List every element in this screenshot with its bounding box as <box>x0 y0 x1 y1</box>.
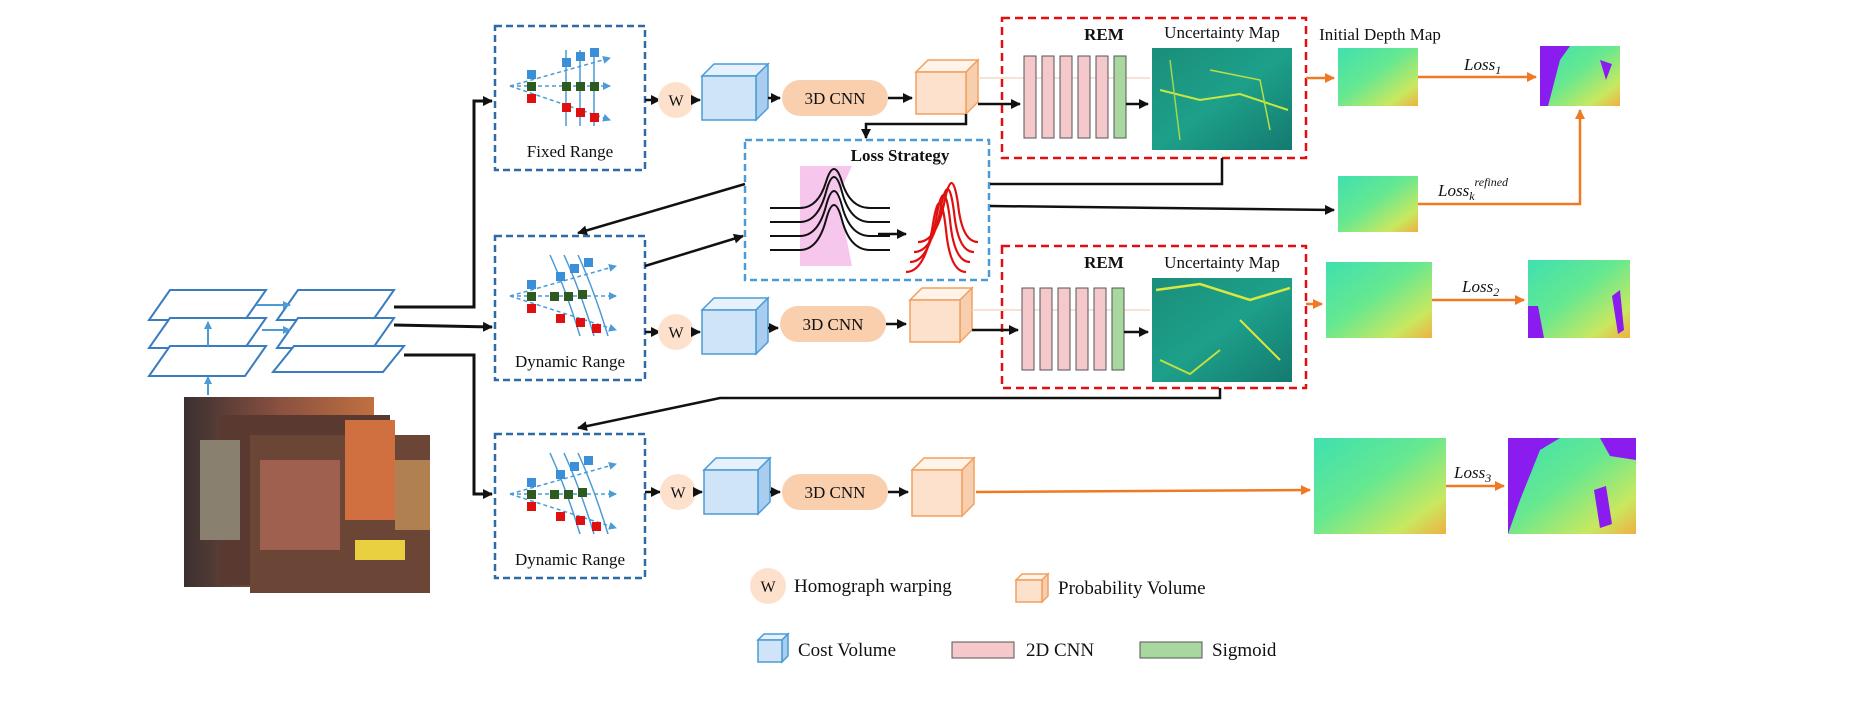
legend-item-cost-volume: Cost Volume <box>756 632 896 664</box>
ground-truth-depth-map <box>1508 438 1636 534</box>
depth-row-1: Loss1 <box>1306 46 1620 106</box>
warp-circle-icon <box>660 474 696 510</box>
depth-row-3: Loss3 <box>1314 438 1636 534</box>
uncertainty-map-image <box>1152 48 1292 150</box>
warp-circle-icon <box>750 568 786 604</box>
initial-depth-map-title: Initial Depth Map <box>1319 25 1441 44</box>
cnn3d-block <box>780 306 886 342</box>
sigmoid-rect-icon <box>1139 641 1203 659</box>
legend-label: 2D CNN <box>1026 640 1094 661</box>
legend-item-sigmoid: Sigmoid <box>1139 640 1277 661</box>
legend-label: Sigmoid <box>1212 640 1277 661</box>
svg-text:W: W <box>760 579 776 596</box>
loss-strategy-title: Loss Strategy <box>851 146 950 165</box>
gaussian-curves-red <box>905 181 979 274</box>
svg-text:3D CNN: 3D CNN <box>803 315 864 334</box>
probability-volume-icon <box>914 58 980 116</box>
rem-title: REM <box>1084 253 1124 272</box>
cnn2d-rect-icon <box>951 641 1015 659</box>
cnn2d-stack <box>1021 287 1125 371</box>
rem-title: REM <box>1084 25 1124 44</box>
range-label: Dynamic Range <box>515 550 625 569</box>
cnn3d-block <box>782 80 888 116</box>
rem-module-2: REM Uncertainty Map <box>972 244 1308 390</box>
range-module-2: Dynamic Range <box>493 234 647 382</box>
loss-strategy-box: Loss Strategy <box>743 138 991 282</box>
svg-text:W: W <box>670 485 686 502</box>
plane-connectors <box>393 96 493 499</box>
range-icon <box>509 452 617 535</box>
legend-label: Cost Volume <box>798 640 896 661</box>
range-label: Fixed Range <box>527 142 613 161</box>
loss-3-label: Loss3 <box>1453 463 1491 485</box>
probability-volume-icon <box>1014 572 1050 604</box>
cost-volume-icon <box>756 632 790 664</box>
depth-map-stage-3 <box>1314 438 1446 534</box>
uniform-distribution-shape <box>800 166 852 266</box>
svg-text:W: W <box>668 93 684 110</box>
refined-depth-map <box>1338 176 1418 232</box>
stage-2-pipeline: W 3D CNN <box>645 286 974 356</box>
loss-strategy-connectors <box>577 114 1335 432</box>
ground-truth-depth-map <box>1540 46 1620 106</box>
rem-module-1: REM Uncertainty Map <box>978 16 1308 160</box>
legend-item-warp: W Homograph warping <box>750 568 952 604</box>
initial-depth-map <box>1338 48 1418 106</box>
range-label: Dynamic Range <box>515 352 625 371</box>
depth-row-2: Loss2 <box>1306 260 1630 338</box>
range-icon <box>509 254 617 337</box>
loss-refined-label: Losskrefined <box>1437 175 1509 203</box>
cnn3d-block <box>782 474 888 510</box>
range-module-1: Fixed Range <box>493 24 647 172</box>
svg-text:3D CNN: 3D CNN <box>805 483 866 502</box>
uncertainty-map-image <box>1152 278 1292 382</box>
legend-label: Homograph warping <box>794 576 952 597</box>
feature-pyramid <box>147 289 407 395</box>
range-module-3: Dynamic Range <box>493 432 647 580</box>
gaussian-curves-black <box>770 168 890 251</box>
warp-circle-icon <box>658 314 694 350</box>
cost-volume-icon <box>702 456 772 516</box>
ground-truth-depth-map <box>1528 260 1630 338</box>
loss-1-label: Loss1 <box>1463 55 1501 77</box>
depth-map-stage-2 <box>1326 262 1432 338</box>
svg-text:3D CNN: 3D CNN <box>805 89 866 108</box>
input-images <box>184 397 430 593</box>
cost-volume-icon <box>700 296 770 356</box>
probability-volume-icon <box>908 286 974 344</box>
cost-volume-icon <box>700 62 770 122</box>
stage-3-pipeline: W 3D CNN <box>645 456 1311 518</box>
legend: W Homograph warping Probability Volume C… <box>750 568 1277 664</box>
stage-1-pipeline: W 3D CNN <box>645 58 980 122</box>
warp-circle-icon <box>658 82 694 118</box>
depth-row-refined: Losskrefined <box>1338 109 1585 232</box>
legend-label: Probability Volume <box>1058 578 1206 599</box>
range-icon <box>509 48 611 126</box>
legend-item-probability-volume: Probability Volume <box>1014 572 1206 604</box>
svg-text:W: W <box>668 325 684 342</box>
loss-2-label: Loss2 <box>1461 277 1499 299</box>
probability-volume-icon <box>910 456 976 518</box>
uncertainty-map-title: Uncertainty Map <box>1164 23 1280 42</box>
uncertainty-map-title: Uncertainty Map <box>1164 253 1280 272</box>
legend-item-cnn2d: 2D CNN <box>951 640 1094 661</box>
cnn2d-stack <box>1023 55 1127 139</box>
